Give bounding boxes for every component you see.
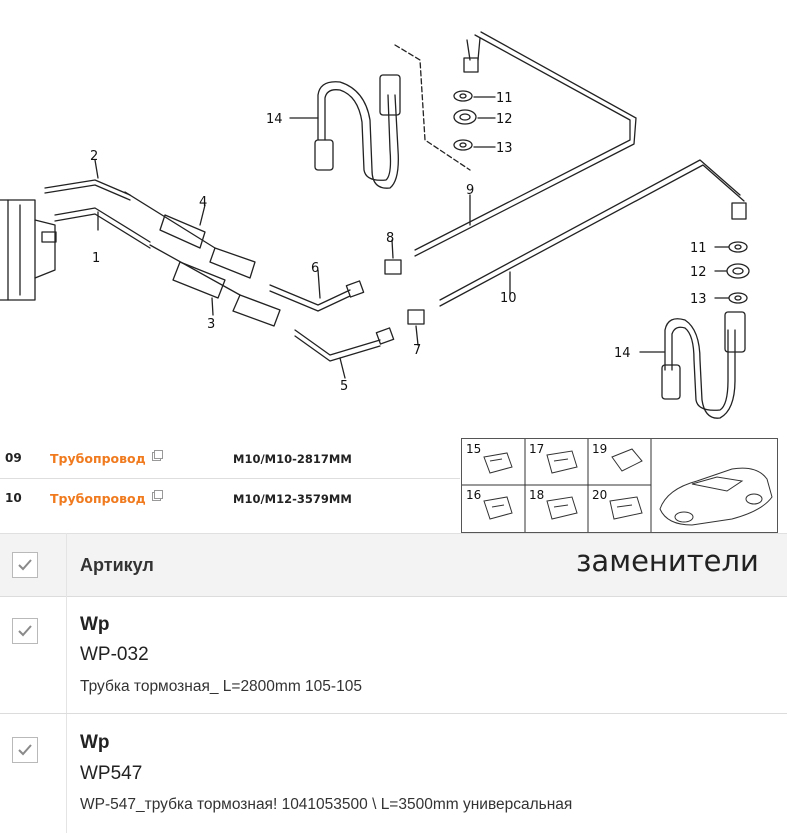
part-row-10: 10 Трубопровод M10/M12-3579MM [0, 480, 460, 518]
external-link-icon[interactable] [152, 490, 163, 501]
brake-line-diagram: 1 2 3 4 5 6 7 8 9 10 11 12 13 14 11 12 1… [0, 31, 750, 419]
thumb-17: 17 [529, 442, 544, 456]
callout-9: 9 [466, 183, 474, 198]
callout-12b: 12 [690, 265, 707, 280]
part-name-link[interactable]: Трубопровод [50, 491, 146, 506]
substitutes-table: Артикул заменители Wp WP-032 Трубка торм… [0, 533, 787, 833]
callout-3: 3 [207, 317, 215, 332]
external-link-icon[interactable] [152, 450, 163, 461]
part-spec: M10/M12-3579MM [233, 492, 352, 506]
part-index: 10 [5, 491, 22, 505]
callout-13b: 13 [690, 292, 707, 307]
table-row[interactable]: Wp WP-032 Трубка тормозная_ L=2800mm 105… [0, 596, 787, 712]
callout-1: 1 [92, 251, 100, 266]
part-code[interactable]: WP547 [80, 763, 143, 784]
callout-12a: 12 [496, 112, 513, 127]
row-divider [0, 478, 460, 479]
callout-14b: 14 [614, 346, 631, 361]
checkmark-icon [18, 559, 32, 571]
thumb-15: 15 [466, 442, 481, 456]
brand-name: Wp [80, 732, 110, 753]
thumb-20: 20 [592, 488, 607, 502]
thumb-18: 18 [529, 488, 544, 502]
row-checkbox[interactable] [12, 618, 38, 644]
clip-thumbnails-panel: 15 17 19 16 18 20 [461, 438, 778, 533]
part-name-link[interactable]: Трубопровод [50, 451, 146, 466]
select-all-checkbox[interactable] [12, 552, 38, 578]
callout-11a: 11 [496, 91, 513, 106]
column-divider [66, 533, 67, 833]
checkmark-icon [18, 744, 32, 756]
part-code[interactable]: WP-032 [80, 644, 149, 665]
table-header: Артикул заменители [0, 533, 787, 597]
checkmark-icon [18, 625, 32, 637]
table-row[interactable]: Wp WP547 WP-547_трубка тормозная! 104105… [0, 714, 787, 833]
callout-11b: 11 [690, 241, 707, 256]
callout-8: 8 [386, 231, 394, 246]
parts-list: 09 Трубопровод M10/M10-2817MM 10 Трубопр… [0, 440, 460, 532]
callout-5: 5 [340, 379, 348, 394]
row-divider [0, 713, 787, 714]
thumb-19: 19 [592, 442, 607, 456]
part-description: Трубка тормозная_ L=2800mm 105-105 [80, 678, 362, 695]
callout-7: 7 [413, 343, 421, 358]
row-checkbox[interactable] [12, 737, 38, 763]
part-description: WP-547_трубка тормозная! 1041053500 \ L=… [80, 796, 573, 813]
article-column-header[interactable]: Артикул [80, 555, 154, 575]
substitutes-title: заменители [576, 544, 759, 578]
part-spec: M10/M10-2817MM [233, 452, 352, 466]
part-index: 09 [5, 451, 22, 465]
callout-6: 6 [311, 261, 319, 276]
brand-name: Wp [80, 614, 110, 635]
callout-14a: 14 [266, 112, 283, 127]
thumb-16: 16 [466, 488, 481, 502]
callout-10: 10 [500, 291, 517, 306]
callout-13a: 13 [496, 141, 513, 156]
part-row-09: 09 Трубопровод M10/M10-2817MM [0, 440, 460, 478]
callout-2: 2 [90, 149, 98, 164]
callout-4: 4 [199, 195, 207, 210]
